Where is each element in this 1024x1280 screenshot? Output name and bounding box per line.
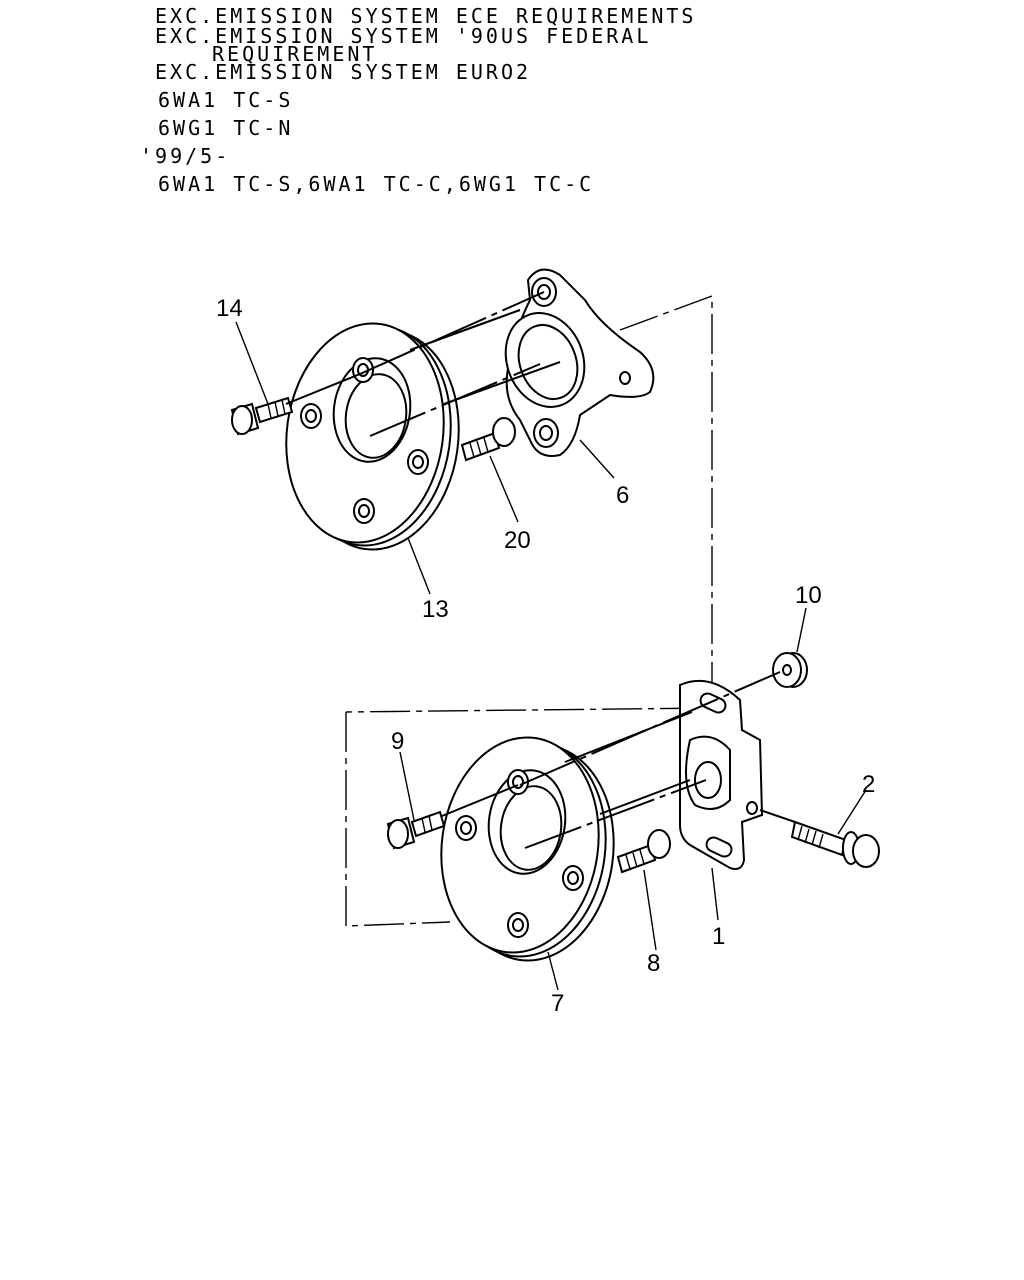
callout-6: 6: [616, 482, 629, 509]
flange-bracket-part-6: [504, 268, 655, 457]
callout-13: 13: [422, 596, 449, 623]
callout-1: 1: [712, 923, 725, 950]
bolt-part-14: [230, 396, 294, 436]
bolt-part-8: [616, 829, 671, 874]
callout-14: 14: [216, 295, 243, 322]
bolt-part-20: [460, 417, 516, 462]
header-line-2: EXC.EMISSION SYSTEM '90US FEDERAL: [155, 24, 652, 48]
callout-9: 9: [391, 728, 404, 755]
callout-8: 8: [647, 950, 660, 977]
header-line-3: REQUIREMENT: [212, 42, 378, 66]
callout-7: 7: [551, 990, 564, 1017]
nut-part-10: [772, 652, 808, 688]
bolt-part-9: [386, 810, 446, 850]
lower-assembly: [345, 607, 880, 991]
disc-part-13: [285, 322, 460, 551]
disc-part-7: [440, 736, 615, 962]
header-notes: EXC.EMISSION SYSTEM ECE REQUIREMENTS EXC…: [0, 0, 1024, 200]
header-line-4: EXC.EMISSION SYSTEM EURO2: [155, 60, 532, 84]
bolt-part-2: [790, 820, 880, 868]
header-line-5: 6WA1 TC-S: [158, 88, 294, 112]
header-line-8: 6WA1 TC-S,6WA1 TC-C,6WG1 TC-C: [158, 172, 595, 196]
header-line-6: 6WG1 TC-N: [158, 116, 294, 140]
callout-10: 10: [795, 582, 822, 609]
header-line-1: EXC.EMISSION SYSTEM ECE REQUIREMENTS: [155, 4, 697, 28]
callout-2: 2: [862, 771, 875, 798]
callout-20: 20: [504, 527, 531, 554]
lower-reference-plane: [345, 712, 451, 927]
bracket-plate-part-1: [679, 679, 764, 870]
upper-reference-plane: [345, 294, 713, 713]
header-line-7: '99/5-: [140, 144, 231, 168]
upper-assembly: [230, 268, 713, 713]
